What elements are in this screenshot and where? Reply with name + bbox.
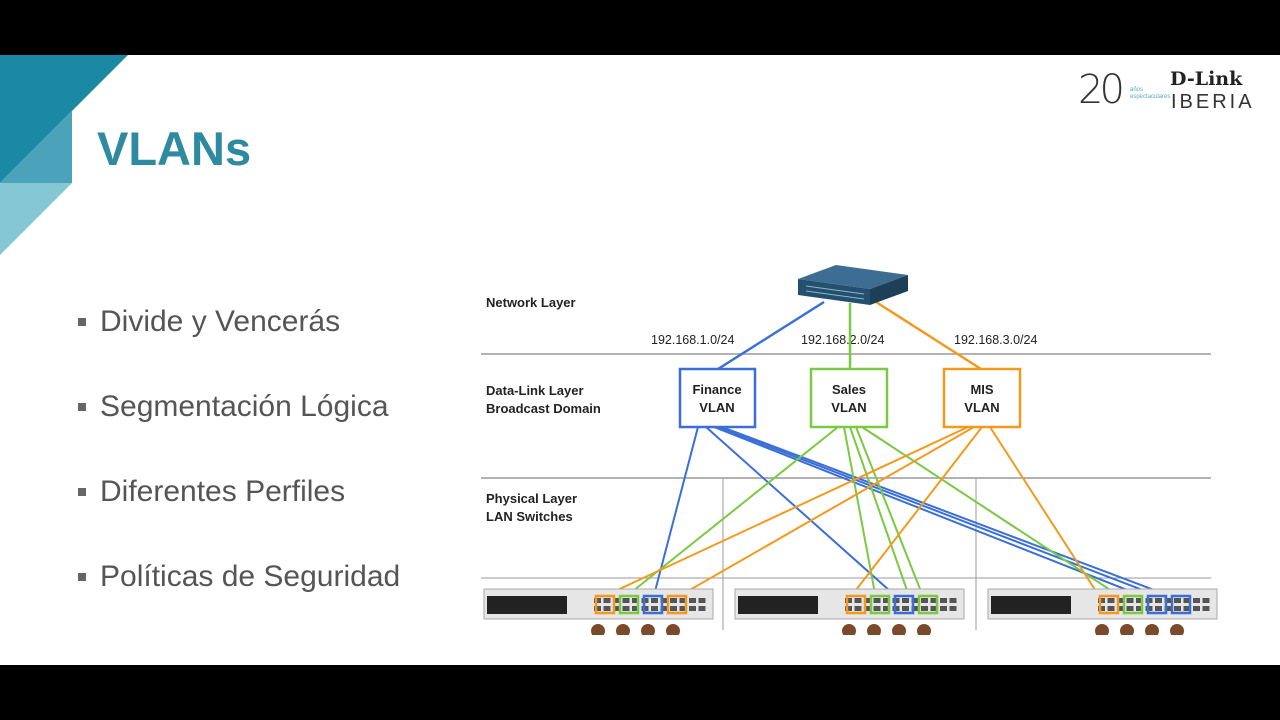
slide: VLANs 20 años espectaculares D-Link IBER… <box>0 55 1280 665</box>
user-icon <box>1170 624 1184 635</box>
svg-text:Finance: Finance <box>692 382 741 397</box>
user-icon <box>591 624 605 635</box>
core-switch-icon <box>798 265 908 305</box>
mis-link <box>673 426 975 600</box>
bullet-icon <box>78 488 86 496</box>
svg-text:VLAN: VLAN <box>964 400 999 415</box>
user-icon <box>867 624 881 635</box>
page-title: VLANs <box>97 122 252 175</box>
finance-link <box>721 426 1179 600</box>
finance-uplink <box>717 300 825 371</box>
mis-vlan-box: MIS VLAN <box>942 367 1022 429</box>
bullet-icon <box>78 403 86 411</box>
bullet-item: Diferentes Perfiles <box>78 475 400 560</box>
network-layer-label: Network Layer <box>486 295 576 310</box>
svg-text:VLAN: VLAN <box>699 400 734 415</box>
finance-vlan-box: Finance VLAN <box>678 367 757 429</box>
user-icon <box>1095 624 1109 635</box>
sales-vlan-box: Sales VLAN <box>809 367 889 429</box>
mis-subnet-label: 192.168.3.0/24 <box>954 333 1037 347</box>
bullet-item: Políticas de Seguridad <box>78 560 400 645</box>
vlan-diagram: Network Layer Data-Link Layer Broadcast … <box>481 265 1218 635</box>
bullet-icon <box>78 318 86 326</box>
corner-decoration <box>0 55 128 255</box>
mis-link <box>597 426 969 600</box>
finance-link <box>652 426 699 600</box>
lan-switches-label: LAN Switches <box>486 509 573 524</box>
sales-link <box>855 426 925 600</box>
bullet-item: Segmentación Lógica <box>78 390 400 475</box>
svg-text:VLAN: VLAN <box>831 400 866 415</box>
sales-link <box>849 426 911 600</box>
logo-brand: D-Link <box>1170 68 1243 90</box>
bullet-list: Divide y Vencerás Segmentación Lógica Di… <box>78 305 400 645</box>
broadcast-domain-label: Broadcast Domain <box>486 401 601 416</box>
logo-tagline: años espectaculares <box>1130 87 1171 100</box>
lan-switch-icon <box>483 588 714 620</box>
lan-switch-icon <box>987 588 1218 620</box>
svg-text:Sales: Sales <box>832 382 866 397</box>
sales-subnet-label: 192.168.2.0/24 <box>801 333 884 347</box>
finance-link <box>705 426 900 600</box>
user-icon <box>917 624 931 635</box>
finance-link <box>717 426 1167 600</box>
dlink-logo: 20 años espectaculares D-Link IBERIA <box>1078 67 1258 117</box>
physical-layer-label: Physical Layer <box>486 491 577 506</box>
user-icon <box>641 624 655 635</box>
user-icon <box>1120 624 1134 635</box>
user-icon <box>1145 624 1159 635</box>
bullet-item: Divide y Vencerás <box>78 305 400 390</box>
logo-number: 20 <box>1078 67 1125 113</box>
user-icon <box>892 624 906 635</box>
user-icon <box>616 624 630 635</box>
finance-link <box>713 426 1151 600</box>
datalink-layer-label: Data-Link Layer <box>486 383 584 398</box>
user-icon <box>842 624 856 635</box>
mis-link <box>848 426 983 600</box>
svg-text:MIS: MIS <box>970 382 993 397</box>
logo-region: IBERIA <box>1171 91 1255 113</box>
finance-subnet-label: 192.168.1.0/24 <box>651 333 734 347</box>
bullet-icon <box>78 573 86 581</box>
mis-uplink <box>875 300 982 371</box>
user-icon <box>666 624 680 635</box>
lan-switch-icon <box>734 588 965 620</box>
mis-link <box>989 426 1102 600</box>
